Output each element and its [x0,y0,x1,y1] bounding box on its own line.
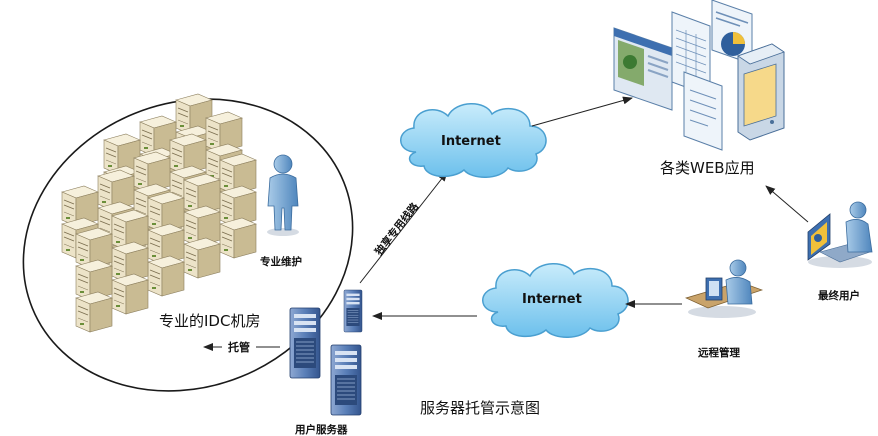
maintenance-person-icon [267,154,299,236]
dedicated-line-label: 独享专用线路 [372,200,422,259]
user-to-web-arrow [765,185,809,223]
computer-user-icon [807,201,873,268]
end-user-label: 最终用户 [818,289,860,302]
remote-mgmt-label: 远程管理 [698,346,740,359]
internet-top-label: Internet [441,134,501,149]
hosting-label: 托管 [228,340,250,354]
idc-room-label: 专业的IDC机房 [159,312,260,330]
internet-bottom-label: Internet [522,292,582,307]
cloud-to-web-arrow [531,96,633,127]
remote-admin-icon [685,259,764,318]
maintenance-label: 专业维护 [260,255,302,268]
user-servers-label: 用户服务器 [294,423,348,436]
dedicated-line-arrow [359,171,448,284]
diagram-caption: 服务器托管示意图 [420,399,540,417]
web-apps-label: 各类WEB应用 [660,159,755,177]
document-icon [613,0,785,151]
